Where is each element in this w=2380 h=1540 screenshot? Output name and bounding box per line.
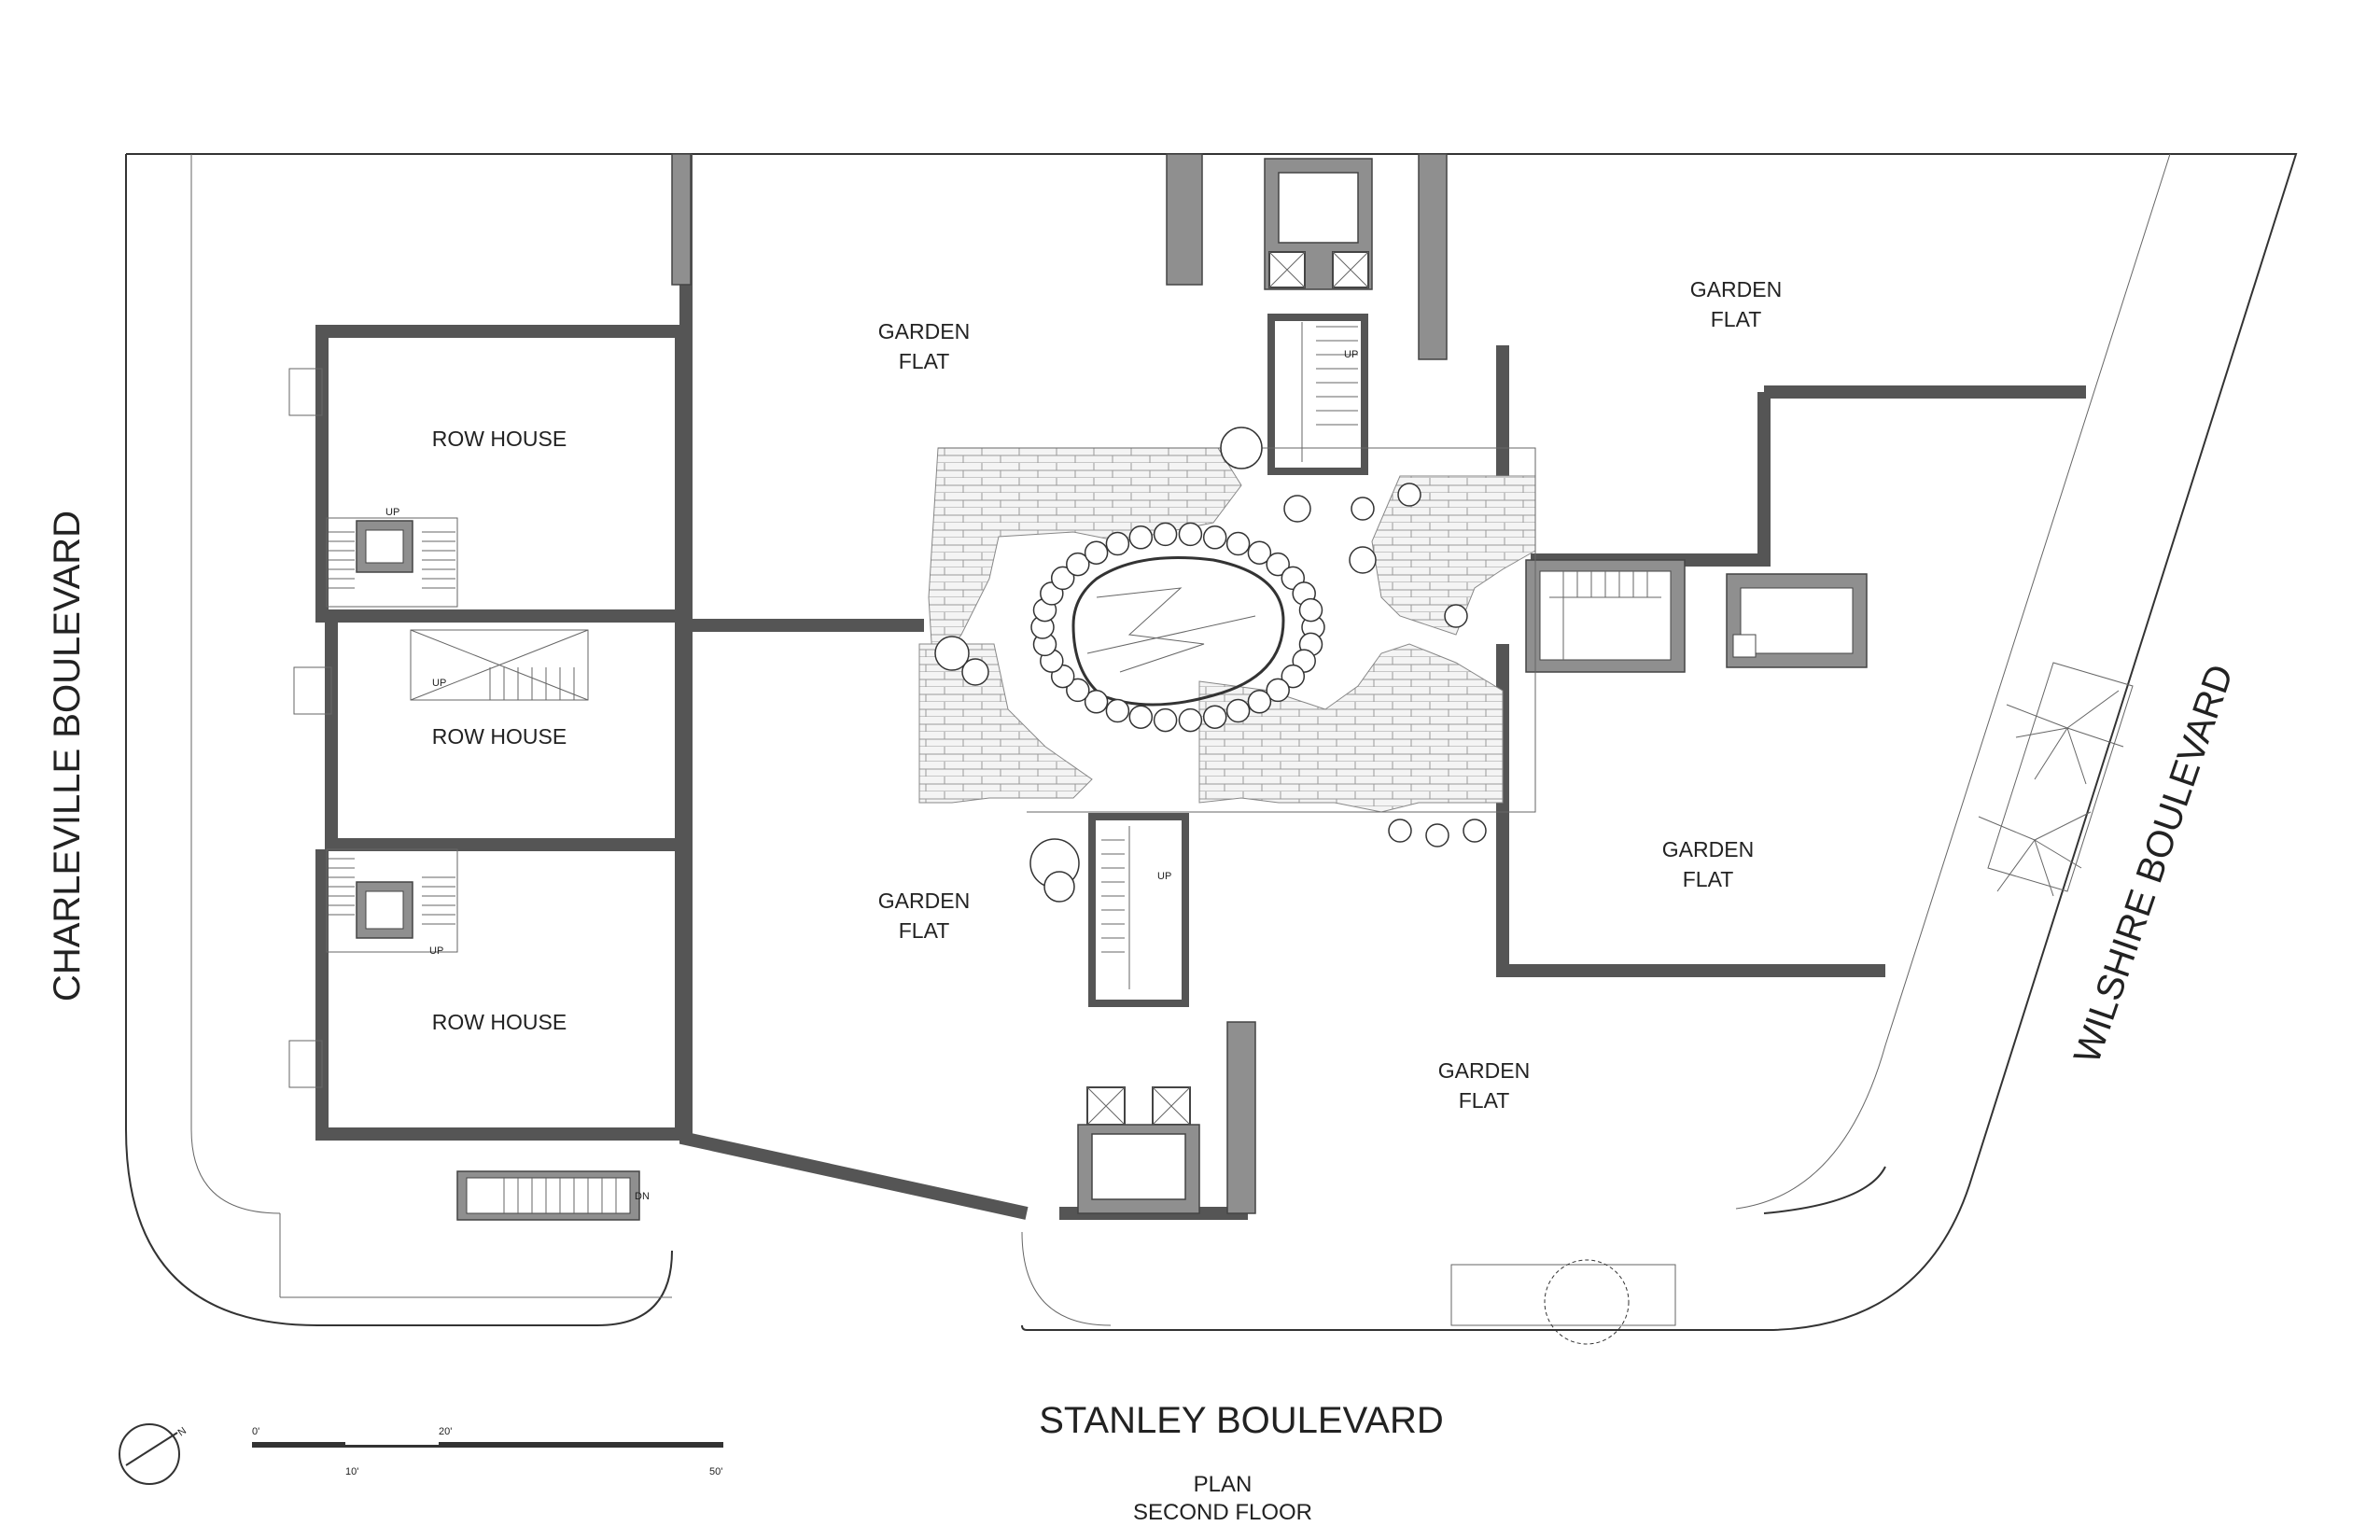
stair-label-up-5: UP: [1157, 871, 1171, 882]
tree-icon: [1084, 540, 1109, 565]
tree-icon: [1266, 552, 1290, 577]
pool: [1071, 556, 1285, 707]
tree-icon: [1225, 531, 1251, 556]
tree-icon: [1283, 495, 1311, 523]
scale-label-20: 20': [439, 1426, 452, 1437]
tree-icon: [1463, 819, 1487, 843]
room-label-garden-flat-1b: FLAT: [899, 349, 950, 373]
tree-icon: [1397, 483, 1421, 507]
tree-icon: [1128, 705, 1154, 729]
drawing-subtitle: SECOND FLOOR: [1133, 1500, 1312, 1525]
tree-icon: [961, 658, 989, 686]
tree-icon: [1066, 552, 1090, 577]
room-label-garden-flat-1a: GARDEN: [878, 319, 970, 343]
tree-icon: [1202, 525, 1227, 550]
north-arrow: N: [119, 1423, 189, 1485]
scale-bar: 0' 10' 20' 50': [252, 1426, 723, 1477]
tree-icon: [1388, 819, 1412, 843]
stair-label-up-4: UP: [1344, 349, 1358, 360]
palm-tree-icon: [1978, 811, 2092, 897]
tree-icon: [1178, 522, 1203, 547]
street-planter: [1450, 1259, 1676, 1345]
tree-icon: [1043, 871, 1075, 903]
tree-icon: [1153, 707, 1178, 733]
tree-icon: [1351, 497, 1375, 521]
row-house-stair-3: [326, 848, 458, 953]
basement-stair: [456, 1170, 640, 1221]
tree-icon: [1178, 707, 1203, 733]
room-label-garden-flat-2b: FLAT: [1711, 307, 1762, 331]
scale-label-10: 10': [345, 1466, 358, 1477]
row-house-stair-1: [326, 517, 458, 608]
row-house-stair-2: [410, 629, 589, 701]
room-label-row-house-1: ROW HOUSE: [432, 427, 567, 451]
tree-icon: [1105, 698, 1130, 723]
stair-label-up-1: UP: [385, 507, 399, 518]
room-label-garden-flat-4a: GARDEN: [1662, 837, 1754, 861]
tree-icon: [1225, 698, 1251, 723]
room-label-garden-flat-5a: GARDEN: [1438, 1058, 1530, 1083]
courtyard: [918, 447, 1536, 813]
street-label-west: CHARLEVILLE BOULEVARD: [47, 511, 88, 1001]
street-label-east: WILSHIRE BOULEVARD: [2066, 660, 2242, 1069]
scale-label-50: 50': [709, 1466, 722, 1477]
room-label-garden-flat-3b: FLAT: [899, 918, 950, 943]
tree-icon: [1281, 664, 1306, 689]
garden-flat-walls: [671, 153, 2086, 1220]
tree-icon: [1066, 678, 1090, 703]
tree-icon: [1266, 678, 1290, 703]
stair-label-up-3: UP: [429, 945, 443, 957]
tree-icon: [1349, 546, 1377, 574]
tree-icon: [1444, 604, 1468, 628]
stair-label-down: DN: [635, 1191, 650, 1202]
street-label-south: STANLEY BOULEVARD: [1039, 1400, 1443, 1441]
tree-icon: [1202, 705, 1227, 729]
stair-label-up-2: UP: [432, 678, 446, 689]
tree-icon: [1153, 522, 1178, 547]
scale-label-0: 0': [252, 1426, 259, 1437]
tree-icon: [1050, 566, 1075, 591]
tree-icon: [1105, 531, 1130, 556]
east-core: [1525, 559, 1868, 673]
north-arrow-label: N: [176, 1425, 189, 1438]
palm-tree-icon: [2006, 690, 2124, 785]
palm-planter: [1978, 662, 2134, 897]
row-houses: [288, 325, 688, 1221]
tree-icon: [1247, 690, 1272, 714]
room-label-garden-flat-3a: GARDEN: [878, 889, 970, 913]
room-label-garden-flat-4b: FLAT: [1683, 867, 1734, 891]
room-label-garden-flat-2a: GARDEN: [1690, 277, 1782, 301]
courtyard-plantings: [934, 427, 1487, 903]
tree-icon: [1298, 597, 1323, 623]
room-label-row-house-2: ROW HOUSE: [432, 724, 567, 749]
room-label-garden-flat-5b: FLAT: [1459, 1088, 1510, 1113]
shrub-icon: [1544, 1259, 1630, 1345]
room-label-row-house-3: ROW HOUSE: [432, 1010, 567, 1034]
tree-icon: [1128, 525, 1154, 550]
tree-icon: [1425, 823, 1449, 847]
north-core: [1264, 158, 1373, 475]
south-core: [1077, 813, 1200, 1214]
drawing-title: PLAN: [1194, 1472, 1253, 1497]
tree-icon: [1220, 427, 1263, 469]
tree-icon: [1084, 690, 1109, 714]
tree-icon: [1247, 540, 1272, 565]
tree-icon: [934, 636, 970, 671]
site-boundary: [125, 153, 2298, 1331]
